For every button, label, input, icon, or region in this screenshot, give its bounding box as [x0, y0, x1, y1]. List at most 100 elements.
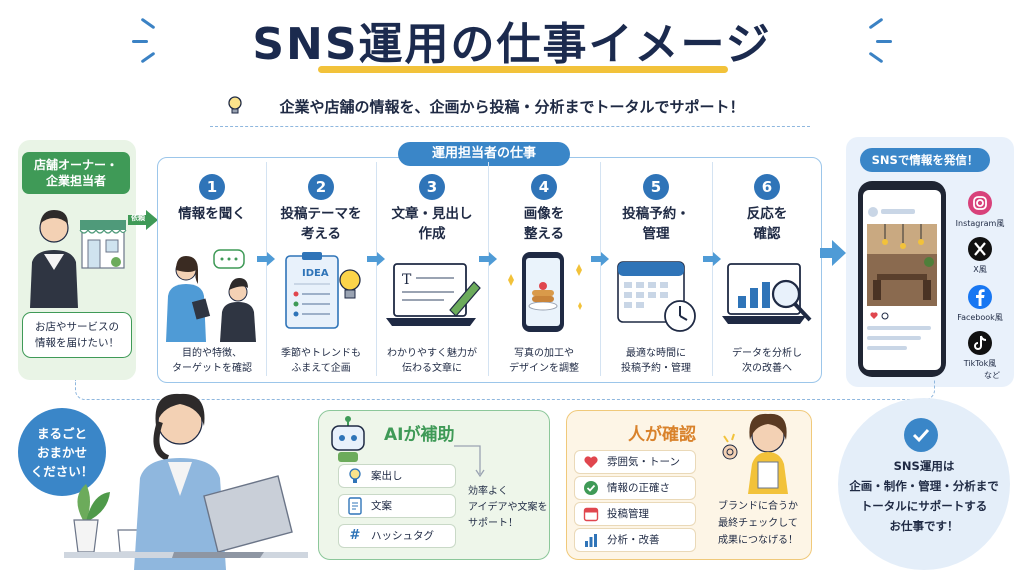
human-check-title: 人が確認: [628, 425, 696, 445]
ai-item-hashtag: # ハッシュタグ: [338, 524, 456, 548]
omakase-line3: ください！: [30, 464, 94, 479]
process-step-6: 6 反応を 確認 データを分析し 次の改善へ: [714, 160, 820, 380]
idea-label: IDEA: [302, 268, 329, 279]
client-tag: 店舗オーナー・ 企業担当者: [22, 152, 130, 194]
step-description: 目的や特徴、 ターゲットを確認: [160, 346, 264, 376]
tiktok-label: TikTok風: [963, 359, 997, 368]
step-desc-line1: データを分析し: [732, 348, 802, 359]
arrow-right-icon: [479, 252, 497, 266]
page-title: SNS運用の仕事イメージ: [252, 19, 772, 70]
arrow-right-icon: [257, 252, 275, 266]
client-speech-bubble: お店やサービスの 情報を届けたい！: [22, 312, 132, 358]
robot-icon: [331, 416, 365, 462]
ai-item-copy: 文案: [338, 494, 456, 518]
sns-post-preview: [867, 207, 937, 350]
step-title-line1: 投稿テーマを: [280, 206, 362, 222]
facebook-icon: [968, 285, 992, 309]
client-tag-line2: 企業担当者: [45, 174, 106, 188]
request-label: 依頼: [131, 214, 145, 222]
human-item-tone: 雰囲気・トーン: [574, 450, 696, 474]
arrow-right-icon: [591, 252, 609, 266]
step-description: データを分析し 次の改善へ: [714, 346, 820, 376]
title-underline: [318, 66, 728, 73]
tiktok-icon: [968, 331, 992, 355]
step-number: 3: [419, 174, 445, 200]
hearing-illustration: [166, 249, 256, 342]
arrow-right-icon: [128, 210, 158, 230]
bubble-line1: お店やサービスの: [35, 321, 119, 333]
operator-laptop-illustration: [64, 393, 308, 570]
human-note-line2: 最終チェックして: [718, 518, 798, 529]
step-title: 画像を 整える: [490, 204, 598, 244]
human-item-accuracy: 情報の正確さ: [574, 476, 696, 500]
human-item-analysis: 分析・改善: [574, 528, 696, 552]
sparkle-icon: [132, 40, 148, 43]
analytics-magnifier-icon: [722, 263, 812, 324]
client-tag-line1: 店舗オーナー・: [33, 158, 118, 172]
step-desc-line2: デザインを調整: [509, 363, 579, 374]
idea-clipboard-icon: [285, 252, 361, 329]
step-title-line1: 反応を: [746, 206, 788, 222]
human-note: ブランドに合うか 最終チェックして 成果につなげる！: [708, 498, 808, 549]
heart-icon: [584, 456, 598, 468]
step-description: わかりやすく魅力が 伝わる文章に: [378, 346, 486, 376]
summary-line2: 企画・制作・管理・分析まで: [849, 479, 999, 493]
connector-arrow: [454, 445, 485, 478]
sparkle-icon: [876, 40, 892, 43]
check-icon: [584, 481, 598, 495]
omakase-bubble: まるごと おまかせ ください！: [18, 408, 106, 496]
omakase-line2: おまかせ: [36, 445, 87, 460]
step-desc-line1: 季節やトレンドも: [281, 348, 361, 359]
step-divider: [712, 162, 713, 376]
calendar-clock-icon: [617, 261, 696, 332]
step-number: 4: [531, 174, 557, 200]
step-title-line2: 管理: [642, 226, 670, 242]
instagram-icon: [968, 191, 992, 215]
check-icon: [904, 418, 938, 452]
process-panel: [157, 157, 822, 383]
human-item-label: 雰囲気・トーン: [607, 456, 680, 468]
bubble-line2: 情報を届けたい！: [35, 337, 119, 349]
ai-note-line2: アイデアや文案を: [468, 502, 548, 513]
omakase-line1: まるごと: [36, 426, 87, 441]
step-desc-line1: わかりやすく魅力が: [387, 348, 477, 359]
step-desc-line1: 目的や特徴、: [182, 348, 242, 359]
step-title-line2: 整える: [523, 226, 565, 242]
process-tag: 運用担当者の仕事: [398, 142, 570, 166]
ai-note-line3: サポート！: [468, 518, 518, 529]
summary-line3: トータルにサポートする: [860, 499, 988, 513]
bar-chart-icon: [585, 534, 597, 547]
etc-label: など: [984, 371, 1000, 380]
ai-assist-title: AIが補助: [384, 425, 455, 445]
human-item-label: 情報の正確さ: [607, 482, 670, 494]
step-desc-line1: 最適な時間に: [626, 348, 686, 359]
hashtag-icon: #: [349, 528, 361, 543]
process-step-4: 4 画像を 整える 写真の加工や デザインを調整: [490, 160, 598, 380]
arrow-right-icon: [367, 252, 385, 266]
step-divider: [600, 162, 601, 376]
step-desc-line1: 写真の加工や: [514, 348, 574, 359]
step-desc-line2: ふまえて企画: [291, 363, 351, 374]
smartphone-food-photo-icon: [508, 252, 582, 332]
ai-item-label: 文案: [371, 500, 392, 512]
summary-text: SNS運用は 企画・制作・管理・分析まで トータルにサポートする お仕事です！: [838, 456, 1010, 536]
step-title: 投稿テーマを 考える: [268, 204, 374, 244]
ai-item-label: 案出し: [371, 470, 403, 482]
arrow-right-icon: [820, 240, 846, 266]
step-title-line2: 作成: [418, 226, 446, 242]
step-title: 文章・見出し 作成: [378, 204, 486, 244]
step-title-line1: 情報を聞く: [178, 206, 246, 222]
step-title-line1: 画像を: [523, 206, 565, 222]
step-title-line2: 考える: [300, 226, 342, 242]
step-desc-line2: 投稿予約・管理: [621, 363, 691, 374]
step-divider: [376, 162, 377, 376]
step-title: 投稿予約・ 管理: [602, 204, 710, 244]
summary-line4: お仕事です！: [889, 519, 959, 533]
process-step-1: 1 情報を聞く 目的や特徴、 ターゲットを確認: [160, 160, 264, 380]
x-label: X風: [973, 265, 987, 274]
summary-line1: SNS運用は: [893, 459, 955, 473]
subtitle-divider: [210, 126, 810, 127]
step-divider: [488, 162, 489, 376]
facebook-label: Facebook風: [957, 313, 1003, 322]
arrow-right-icon: [703, 252, 721, 266]
